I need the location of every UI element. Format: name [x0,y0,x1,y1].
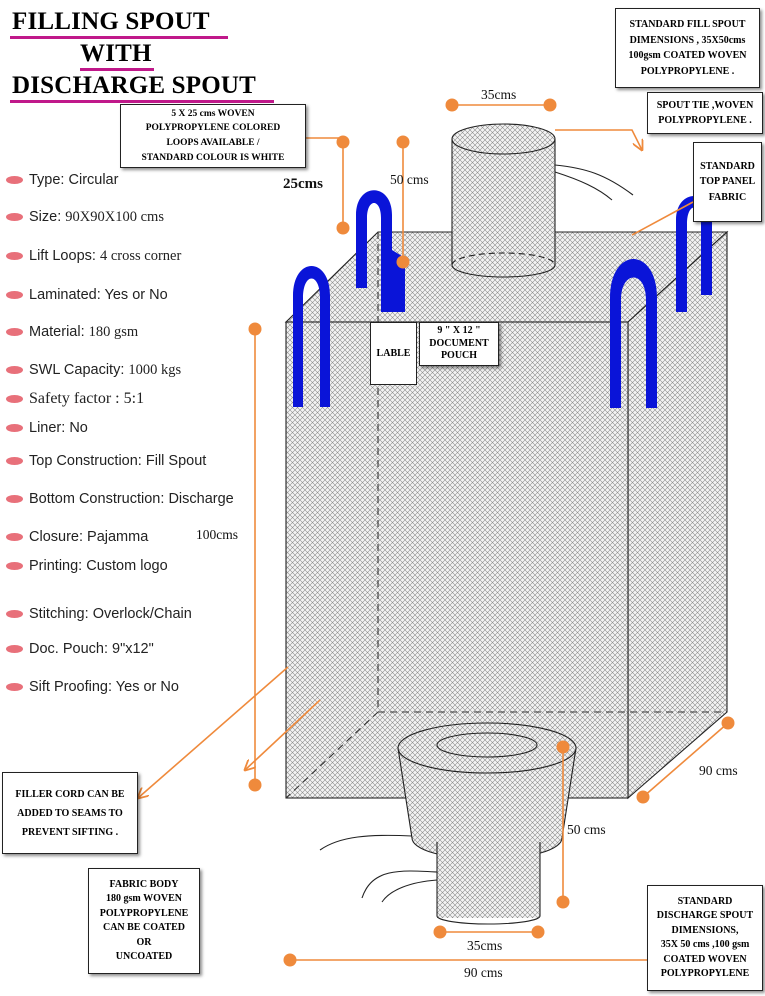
fabric-body-callout: FABRIC BODY 180 gsm WOVEN POLYPROPYLENE … [88,868,200,974]
spec-item: Stitching: Overlock/Chain [6,606,192,622]
title-line-2: WITH [80,40,152,67]
label-box: LABLE [370,322,417,385]
bag-depth-label: 90 cms [699,763,738,778]
top-spout-height-label: 50 cms [390,172,429,187]
top-spout-width-label: 35cms [481,87,517,102]
bullet-icon [6,395,23,404]
fill-spout [451,123,634,278]
spec-item: Liner: No [6,420,88,436]
lift-loops [293,190,712,408]
bullet-icon [6,366,23,375]
discharge-spout [319,722,577,925]
lift-loop-front-right [610,259,657,408]
spec-item: Printing: Custom logo [6,558,168,574]
spec-item: Size: 90X90X100 cms [6,209,164,226]
spec-item: Sift Proofing: Yes or No [6,679,179,695]
bullet-icon [6,457,23,466]
bullet-icon [6,176,23,185]
bullet-icon [6,562,23,571]
bullet-icon [6,495,23,504]
title-line-1: FILLING SPOUT [12,8,210,35]
lift-loop-back-left [356,190,392,312]
lift-loop-front-left [293,266,330,407]
spec-item: Material: 180 gsm [6,324,138,341]
spec-item: Bottom Construction: Discharge [6,491,234,507]
spec-item: Safety factor : 5:1 [6,390,144,408]
document-pouch-callout: 9 " X 12 " DOCUMENT POUCH [419,322,499,366]
bullet-icon [6,683,23,692]
spec-item: Doc. Pouch: 9"x12" [6,641,154,657]
spec-item: Lift Loops: 4 cross corner [6,248,181,265]
bottom-spout-height-label: 50 cms [567,822,606,837]
title-underline-3 [10,100,274,103]
dimension-dots [248,98,735,967]
lift-loop-back-right [676,196,712,312]
title-underline-1 [10,36,228,39]
bag-width-label: 90 cms [464,965,503,980]
bag-body [284,230,729,800]
bullet-icon [6,252,23,261]
loop-height-label: 25cms [283,176,323,192]
loops-callout: 5 X 25 cms WOVEN POLYPROPYLENE COLORED L… [120,104,306,168]
bullet-icon [6,645,23,654]
spec-item: SWL Capacity: 1000 kgs [6,362,181,379]
bullet-icon [6,424,23,433]
bag-height-label: 100cms [196,527,238,542]
bottom-spout-width-label: 35cms [467,938,503,953]
spout-tie-callout: SPOUT TIE ,WOVEN POLYPROPYLENE . [647,92,763,134]
filler-cord-callout: FILLER CORD CAN BE ADDED TO SEAMS TO PRE… [2,772,138,854]
bullet-icon [6,213,23,222]
discharge-spout-callout: STANDARD DISCHARGE SPOUT DIMENSIONS, 35X… [647,885,763,991]
top-panel-callout: STANDARD TOP PANEL FABRIC [693,142,762,222]
bullet-icon [6,291,23,300]
bullet-icon [6,610,23,619]
fill-spout-callout: STANDARD FILL SPOUT DIMENSIONS , 35X50cm… [615,8,760,88]
spec-item: Laminated: Yes or No [6,287,168,303]
bullet-icon [6,328,23,337]
title-line-3: DISCHARGE SPOUT [12,72,257,99]
spec-item: Type: Circular [6,172,118,188]
title-underline-2 [80,68,154,71]
bullet-icon [6,533,23,542]
spec-item: Top Construction: Fill Spout [6,453,206,469]
spec-item: Closure: Pajamma [6,529,148,545]
